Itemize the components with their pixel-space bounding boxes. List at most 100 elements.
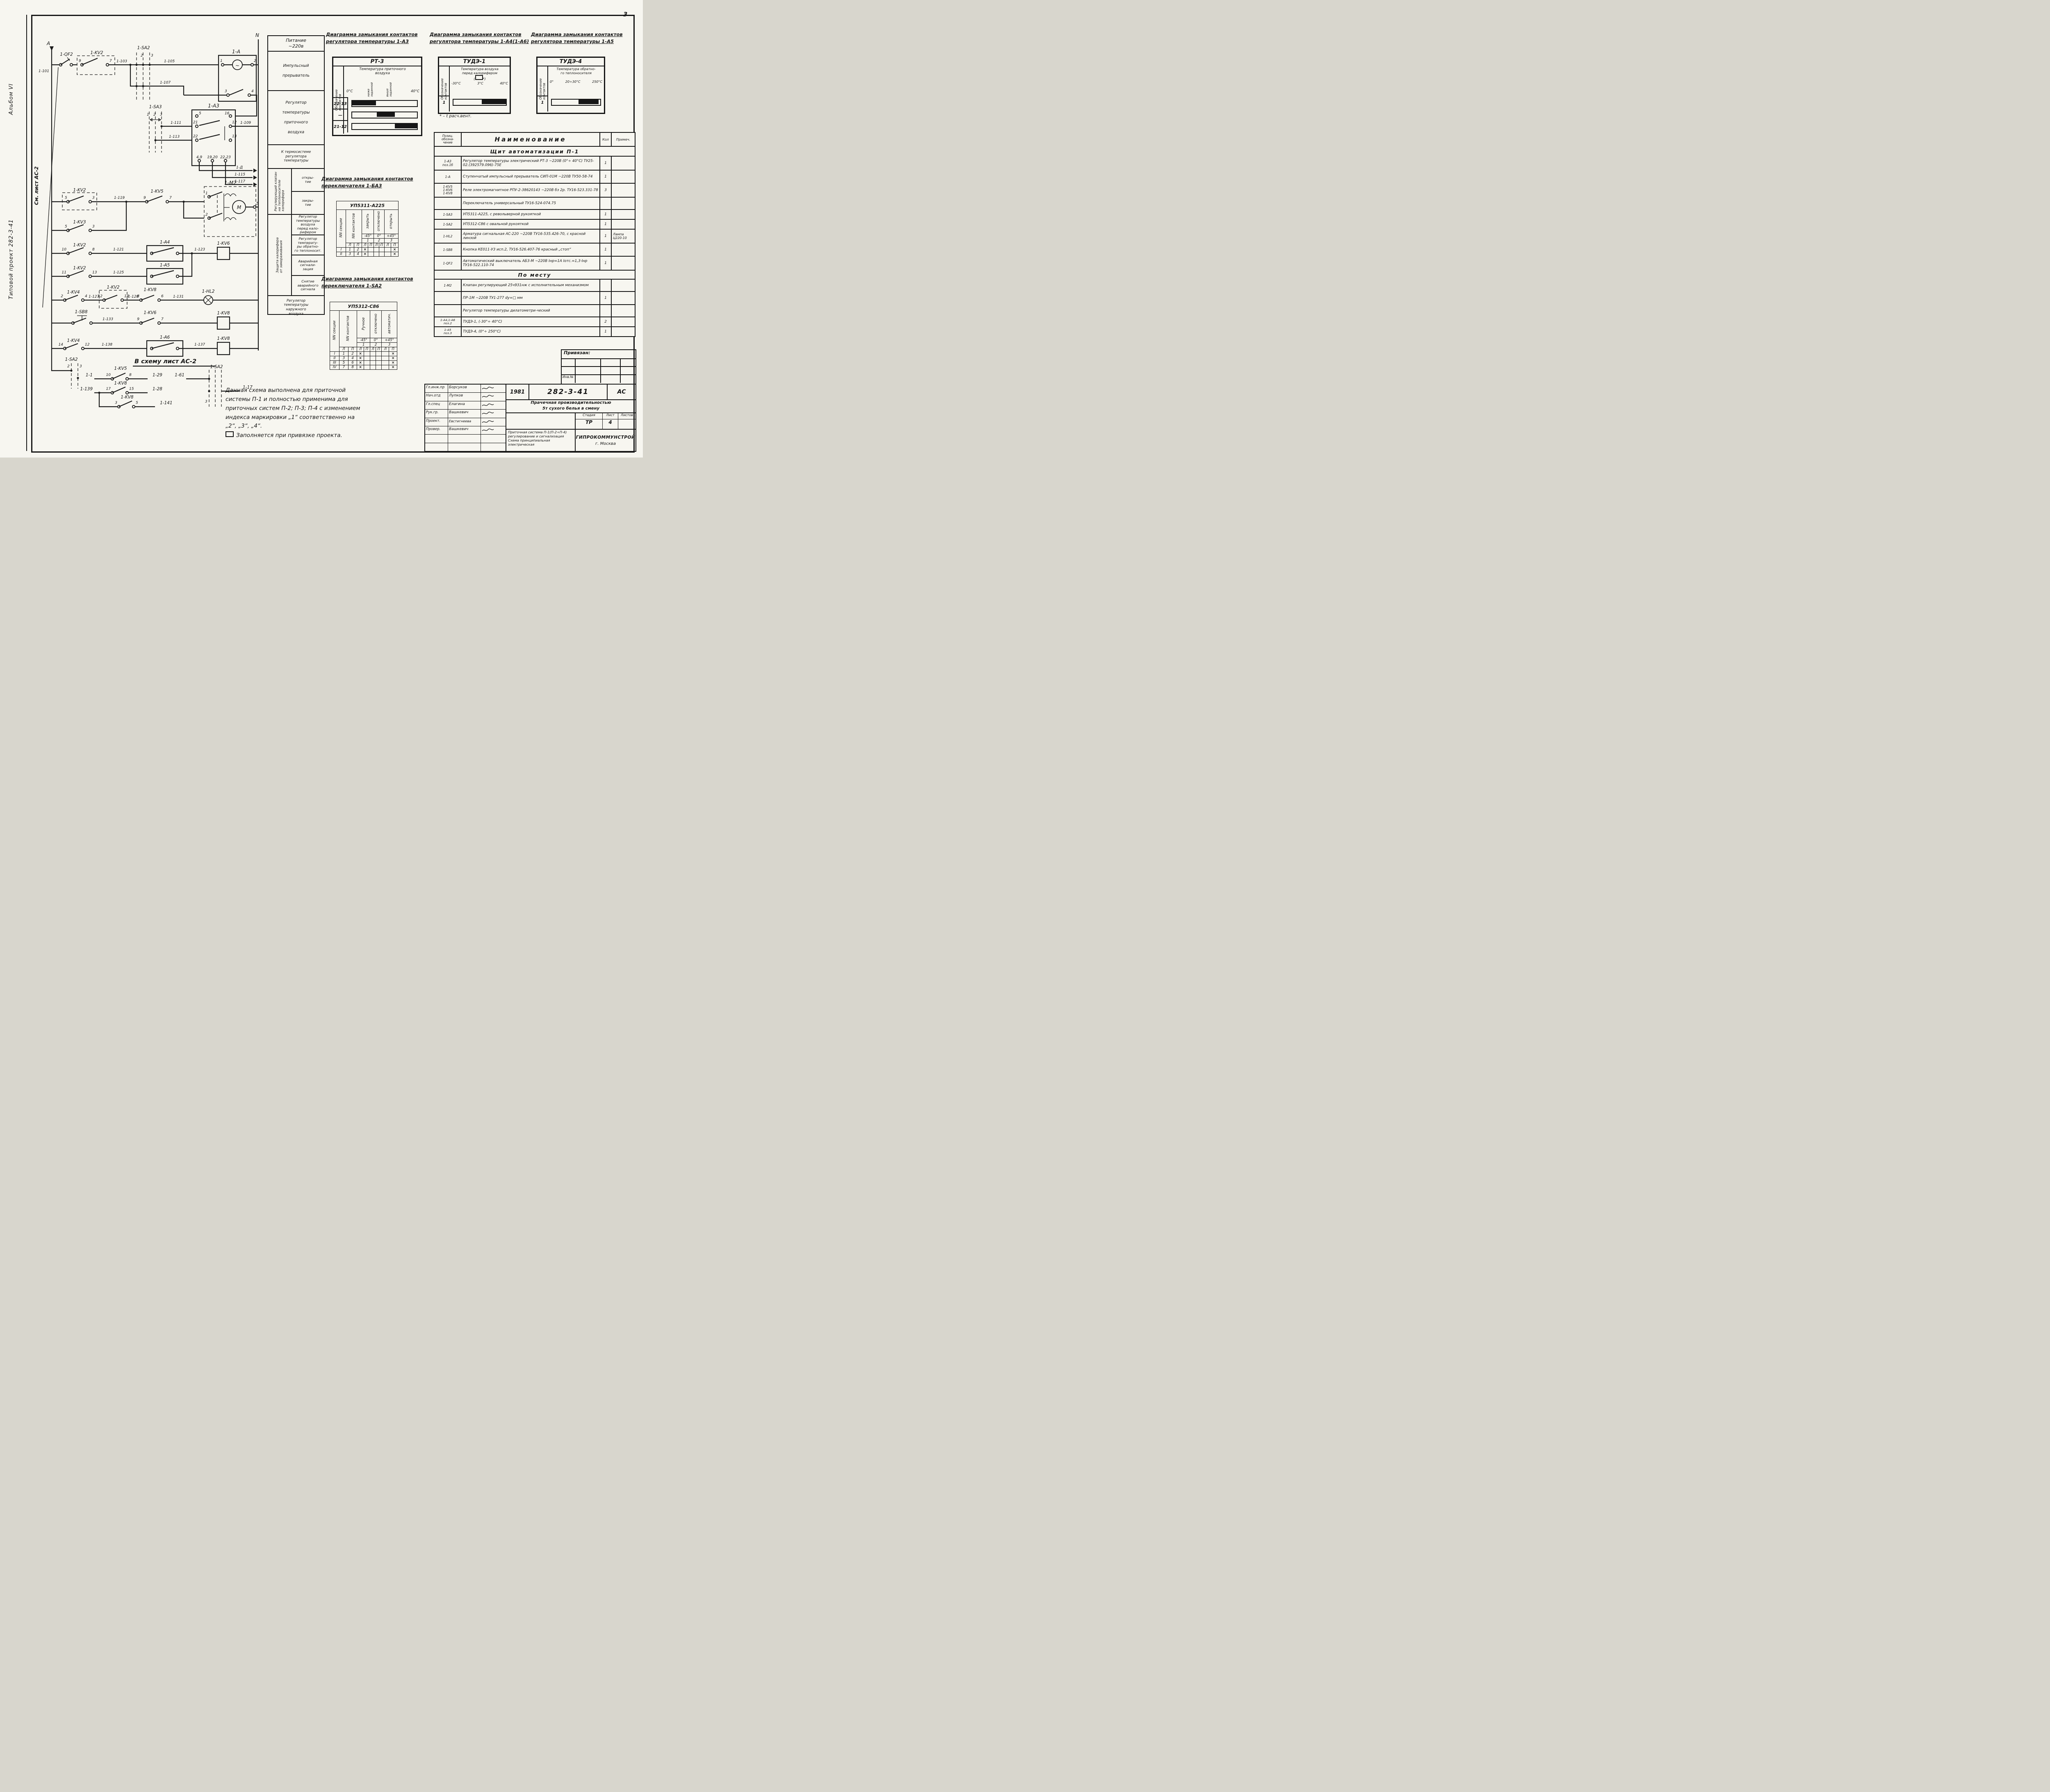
lp: П — [353, 243, 362, 248]
terminal: 3 — [205, 400, 207, 404]
terminal: 3 — [92, 196, 95, 200]
up5311-num: 2 — [374, 238, 385, 243]
mark — [363, 365, 371, 370]
up5312-pos-1: Ручное — [361, 317, 366, 330]
parts-header-pos: Позиц. обозна- чение — [434, 132, 462, 147]
terminal: 8 — [92, 248, 95, 252]
wire-119-label: 1-119 — [114, 196, 125, 200]
wire-109-label: 1-109 — [240, 121, 251, 125]
terminal: 1 — [220, 59, 223, 63]
part-name: УП5311-А225, с револьверной рукояткой — [461, 209, 600, 220]
fn-outdoor: Регулятор температуры наружного воздуха — [283, 298, 309, 316]
terminal: 16 — [225, 112, 230, 116]
up5311-angle: +45° — [384, 234, 399, 239]
part-name: ПР-1М ~220В ТУ1-277 dу=□ мм — [461, 291, 600, 305]
a3-label: 1-А3 — [208, 103, 219, 109]
device-m2-valve: 1-М2 1 2 М 5 — [204, 180, 259, 237]
contact: 1 — [339, 351, 348, 356]
mark — [363, 360, 371, 365]
notes-text: Данная схема выполнена для приточной сис… — [226, 387, 360, 430]
tude4-table: ТУДЭ-4 Обозначение контактов Температура… — [536, 57, 605, 114]
mark — [363, 356, 371, 361]
lp: Л — [362, 243, 369, 248]
rt3-device: РТ-3 — [333, 58, 421, 66]
privyazan-title: Привязан: — [562, 350, 636, 359]
part-note — [611, 256, 636, 271]
part-note: Лампа Ц220-10 — [611, 229, 636, 244]
bus-a-label: А — [46, 41, 50, 46]
staff-signature — [481, 385, 506, 392]
terminal: 2 — [153, 113, 156, 117]
lp: П — [363, 347, 371, 352]
part-pos: 1-QF2 — [434, 256, 462, 271]
tude4-param: Температура обратно- го теплоносителя — [556, 67, 596, 75]
up5312-num: 3 — [381, 342, 397, 347]
ac2-section: В схему лист АС-2 1-1 10 8 1-KV5 1-29 1-… — [80, 358, 253, 409]
part-pos: 1-SB8 — [434, 243, 462, 257]
up5312-device: УП5312-С86 — [330, 302, 397, 311]
ac2-kv8a-label: 1-KV8 — [114, 381, 127, 386]
wire-121-label: 1-121 — [113, 248, 124, 252]
mark — [374, 252, 379, 257]
privyazan-inv: Инв.№ — [562, 375, 576, 383]
rt3-scale-right: 40°С — [410, 89, 419, 93]
part-note — [611, 219, 636, 230]
contact: 6 — [348, 360, 358, 365]
terminal: 8 — [137, 294, 139, 298]
mark — [368, 247, 374, 252]
wire-d-label: 1-Д — [236, 166, 243, 170]
rt3-bar-2 — [377, 111, 395, 117]
ac2-kv8b-label: 1-KV8 — [121, 395, 134, 400]
up5312-angle: +45° — [381, 338, 397, 343]
part-note — [611, 279, 636, 292]
qf2-label: 1-QF2 — [60, 52, 73, 57]
part-name: Арматура сигнальная АС-220 ~220В ТУ16-53… — [461, 229, 600, 244]
terminal: 22,23 — [220, 155, 231, 159]
a5-label: 1-А5 — [160, 263, 170, 268]
year: 1981 — [506, 385, 529, 399]
up5312-col-sec: NN секции — [333, 321, 337, 340]
margin-album-label: Альбом VI — [8, 83, 14, 115]
lp: П — [378, 243, 385, 248]
wire-131-label: 1-131 — [173, 295, 184, 299]
staff-signature — [481, 393, 506, 401]
device-a3-regulator: 1-А3 5 16 21 12 22 13 1-109 4,9 19,20 22… — [191, 103, 258, 187]
part-qty: 1 — [599, 156, 612, 171]
terminal: 6 — [161, 294, 164, 298]
part-pos: 1-А5 поз.3 — [434, 326, 462, 337]
tude1-title: Диаграмма замыкания контактов регулятора… — [430, 32, 529, 45]
staff-signature — [481, 426, 506, 434]
wire-133-label: 1-133 — [102, 317, 113, 321]
legend-text: Заполняется при привязке проекта. — [236, 432, 342, 439]
wire-138-label: 1-138 — [102, 343, 112, 347]
contact: 4 — [348, 356, 358, 361]
terminal: 10 — [106, 373, 111, 377]
terminal: 3 — [115, 401, 117, 405]
up5312-pos-2: отключено — [374, 314, 378, 334]
mark: × — [357, 360, 364, 365]
ac2-wire-1-141: 1-141 — [160, 401, 173, 405]
sec: II — [330, 356, 339, 361]
tude1-row-label: 1 — [439, 96, 450, 109]
tude4-scale-2: 250°С — [592, 80, 602, 84]
fn-protect-2: Регулятор температу- ры обратно- го тепл… — [292, 235, 324, 256]
sec: I — [330, 351, 339, 356]
terminal: 3 — [225, 89, 227, 93]
part-qty: 1 — [599, 219, 612, 230]
up5311-table: УП5311-А225 NN секции NN контактов закры… — [336, 201, 399, 257]
contact: 1 — [346, 247, 354, 252]
staff-name: Евстигнеева — [448, 418, 481, 426]
terminal: 22 — [193, 134, 198, 139]
hl2-label: 1-HL2 — [202, 289, 215, 294]
rung-stop: 1-SB8 1-133 9 7 1-KV6 1-KV8 — [52, 310, 258, 330]
bus-n-label: N — [255, 32, 259, 38]
terminal: 9 — [144, 196, 146, 200]
terminal: 5 — [199, 112, 201, 116]
tude1-bar — [482, 98, 506, 104]
fn-impulse: Импульсный прерыватель — [268, 52, 324, 91]
part-qty: 1 — [599, 209, 612, 220]
sheet-number: 3 — [623, 11, 628, 18]
mark: × — [362, 252, 369, 257]
wire-115-label: 1-115 — [235, 173, 245, 177]
mark — [384, 247, 392, 252]
